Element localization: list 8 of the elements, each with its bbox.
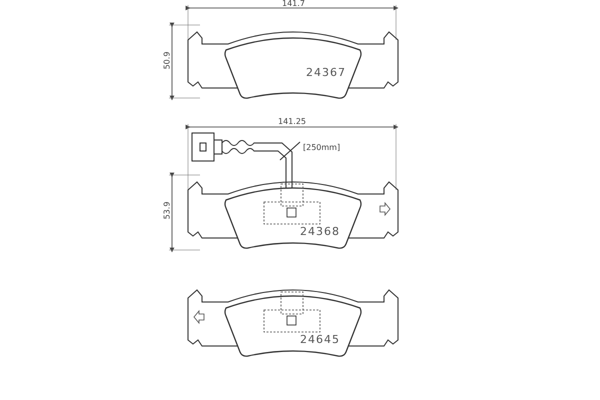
cable-length-label: [250mm]	[303, 143, 340, 152]
part-number: 24367	[306, 66, 346, 79]
dimension-label: 53.9	[162, 202, 172, 220]
part-number: 24645	[300, 333, 340, 346]
dimension-label: 141.7	[282, 0, 305, 8]
dimension-label: 50.9	[162, 52, 172, 70]
part-number: 24368	[300, 225, 340, 238]
dimension-label: 141.25	[278, 117, 306, 126]
